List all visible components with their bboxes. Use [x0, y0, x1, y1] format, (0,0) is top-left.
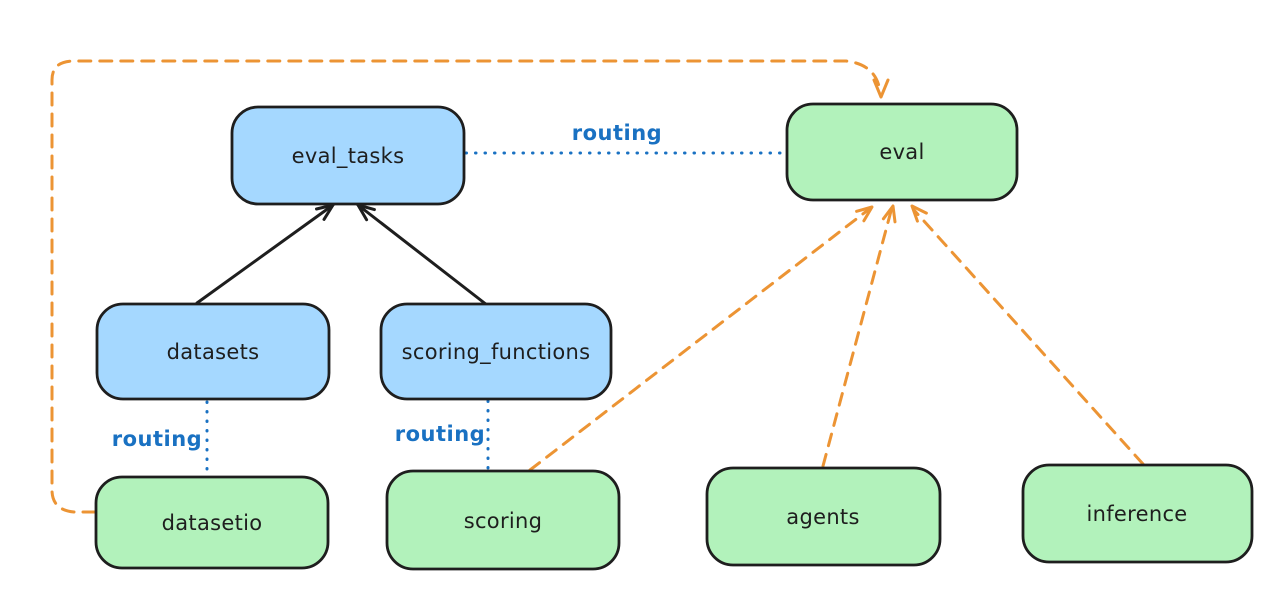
node-scoring-functions-label: scoring_functions: [402, 340, 591, 365]
edge-datasets-evaltasks-line: [195, 203, 335, 305]
node-datasets: datasets: [95, 302, 331, 401]
edge-scoring-eval-arrowhead: [855, 205, 874, 223]
node-datasetio: datasetio: [94, 475, 330, 570]
edge-scoring-eval-line: [528, 208, 870, 472]
node-eval-label: eval: [879, 140, 924, 164]
node-datasetio-box: [94, 475, 330, 570]
edge-scoringfunctions-scoring-routing: routing: [395, 399, 490, 470]
node-agents-box: [705, 466, 942, 567]
node-datasetio-label: datasetio: [162, 511, 263, 535]
edge-agents-eval-arrowhead: [881, 204, 897, 224]
edge-scoringfunctions-evaltasks: [356, 203, 489, 307]
edge-inference-eval: [910, 204, 1145, 466]
routing-label-scoringfunctions-scoring: routing: [395, 422, 485, 446]
node-eval-box: [785, 102, 1019, 202]
routing-label-evaltasks-eval: routing: [572, 121, 662, 145]
routing-label-datasets-datasetio: routing: [112, 427, 202, 451]
node-agents: agents: [705, 466, 942, 567]
edge-datasets-evaltasks: [195, 203, 335, 305]
edge-scoring-eval: [528, 205, 874, 472]
node-eval-tasks-label: eval_tasks: [292, 144, 405, 169]
node-eval-tasks-box: [230, 105, 466, 206]
edge-datasetio-eval: [50, 59, 890, 514]
node-inference-label: inference: [1086, 502, 1187, 526]
edge-scoringfunctions-evaltasks-line: [356, 203, 489, 307]
edge-datasetio-eval-arrowhead: [872, 78, 890, 99]
node-datasets-label: datasets: [167, 340, 260, 364]
edge-datasetio-eval-line: [50, 59, 883, 514]
node-agents-label: agents: [786, 505, 859, 529]
node-scoring-functions: scoring_functions: [379, 302, 613, 401]
edge-agents-eval: [821, 204, 897, 468]
node-scoring: scoring: [385, 469, 621, 571]
node-datasets-box: [95, 302, 331, 401]
node-scoring-label: scoring: [464, 509, 543, 533]
edge-evaltasks-eval-routing: routing: [464, 121, 788, 155]
node-inference-box: [1021, 463, 1254, 564]
node-inference: inference: [1021, 463, 1254, 564]
edge-datasets-datasetio-routing: routing: [112, 400, 209, 475]
edge-inference-eval-line: [912, 208, 1145, 466]
node-eval-tasks: eval_tasks: [230, 105, 466, 206]
edge-agents-eval-line: [821, 209, 893, 468]
edge-inference-eval-arrowhead: [910, 204, 928, 223]
node-scoring-box: [385, 469, 621, 571]
node-eval: eval: [785, 102, 1019, 202]
node-scoring-functions-box: [379, 302, 613, 401]
